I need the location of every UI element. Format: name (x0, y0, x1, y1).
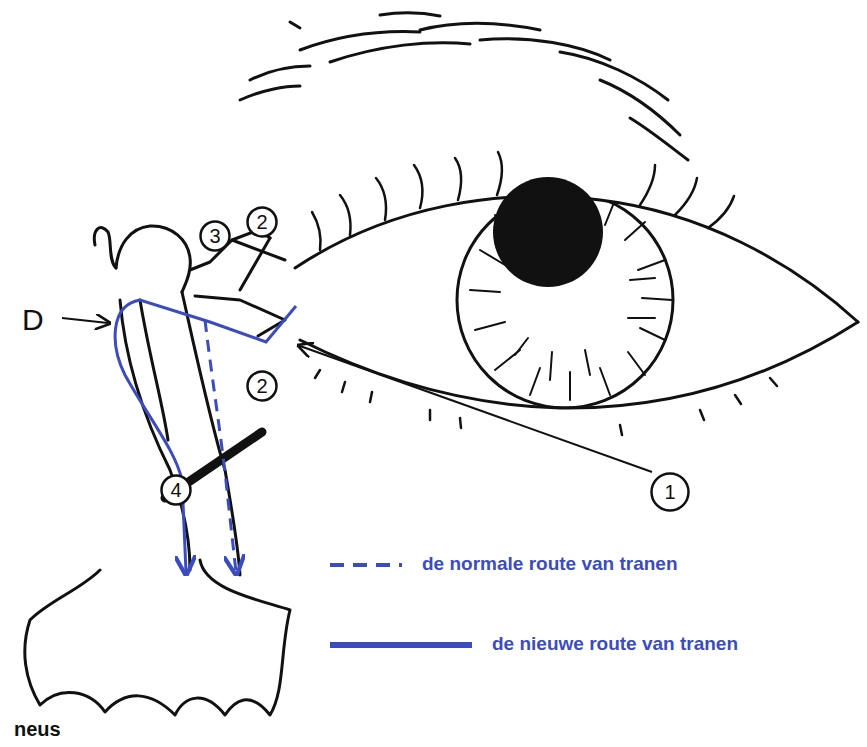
callout-circle: 1 (650, 472, 690, 512)
leader-line (62, 318, 108, 323)
callout-number: 4 (170, 480, 181, 500)
lacrimal-system (25, 226, 290, 715)
callout-circle: 4 (160, 474, 192, 506)
callout-circle: 2 (246, 370, 278, 402)
eyebrow (240, 13, 688, 160)
legend-text: de normale route van tranen (420, 553, 680, 575)
callout-number: 2 (256, 212, 267, 232)
eyelashes (312, 152, 777, 435)
part-name: neus (12, 718, 63, 741)
part-letter: D (20, 303, 46, 337)
callout-number: 2 (256, 376, 267, 396)
callout-circle: 2 (246, 206, 278, 238)
callout-number: 1 (664, 482, 675, 502)
callout-circle: 3 (199, 220, 231, 252)
new-tear-route (115, 300, 296, 572)
legend-text: de nieuwe route van tranen (490, 633, 740, 655)
normal-tear-route (205, 320, 236, 572)
leader-line (300, 346, 652, 472)
callout-number: 3 (209, 226, 220, 246)
